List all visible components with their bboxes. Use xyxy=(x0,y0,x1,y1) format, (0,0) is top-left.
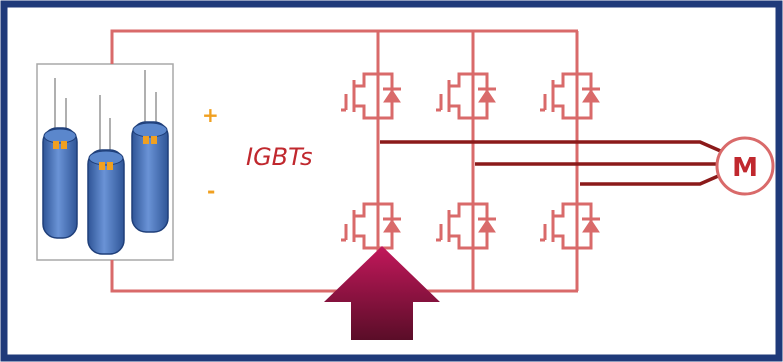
igbt-label: IGBTs xyxy=(246,143,312,171)
capacitor-1 xyxy=(42,78,78,239)
motor-circle xyxy=(715,136,775,196)
capacitor-2 xyxy=(87,95,125,255)
negative-sign: - xyxy=(207,179,215,203)
capacitor-bank xyxy=(36,63,174,261)
igbt-upper-b xyxy=(436,72,496,120)
igbt-lower-a xyxy=(341,202,401,250)
bridge-leg-b xyxy=(436,31,496,291)
bridge-leg-c xyxy=(540,31,600,291)
control-arrow xyxy=(324,246,440,340)
igbt-lower-b xyxy=(436,202,496,250)
positive-sign: + xyxy=(202,103,219,127)
motor: M xyxy=(715,136,775,196)
igbt-lower-c xyxy=(540,202,600,250)
igbt-upper-c xyxy=(540,72,600,120)
igbt-upper-a xyxy=(341,72,401,120)
motor-label: M xyxy=(732,153,758,183)
capacitor-3 xyxy=(131,70,169,233)
positive-rail xyxy=(110,29,578,64)
bridge-legs xyxy=(341,31,600,291)
bridge-leg-a xyxy=(341,31,401,291)
